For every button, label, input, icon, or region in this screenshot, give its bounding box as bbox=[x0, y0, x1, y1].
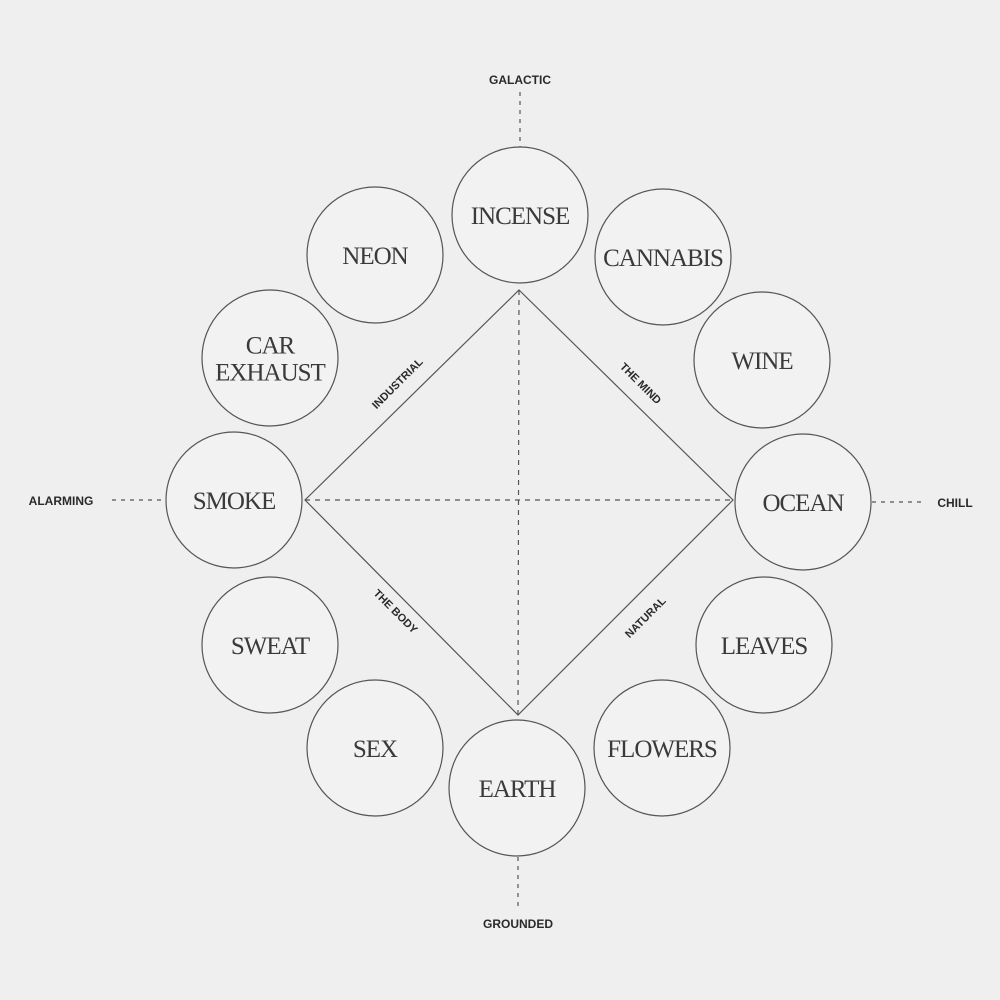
circle-outline bbox=[165, 431, 303, 569]
scent-circle: OCEAN bbox=[734, 433, 872, 571]
scent-circle: WINE bbox=[693, 291, 831, 429]
scent-label: EARTH bbox=[479, 776, 557, 803]
circle-outline bbox=[201, 576, 339, 714]
circle-outline bbox=[593, 679, 731, 817]
scent-label: SMOKE bbox=[193, 488, 276, 515]
circle-outline bbox=[306, 679, 444, 817]
scent-circle: NEON bbox=[306, 186, 444, 324]
scent-label: SEX bbox=[353, 736, 398, 763]
axis-label-bottom: GROUNDED bbox=[483, 917, 553, 931]
scent-circle: SWEAT bbox=[201, 576, 339, 714]
edge-label-the-body: THE BODY bbox=[371, 588, 420, 637]
circle-outline bbox=[448, 719, 586, 857]
vertical-dashed-axis bbox=[517, 289, 520, 716]
scent-label: CANNABIS bbox=[603, 245, 723, 272]
axis-label-top: GALACTIC bbox=[489, 73, 551, 87]
scent-label: CAR bbox=[246, 333, 296, 360]
circle-outline bbox=[695, 576, 833, 714]
axis-label-left: ALARMING bbox=[29, 494, 94, 508]
edge-label-industrial: INDUSTRIAL bbox=[370, 356, 426, 412]
circle-outline bbox=[306, 186, 444, 324]
scent-circle: CANNABIS bbox=[594, 188, 732, 326]
circle-outline bbox=[201, 289, 339, 427]
axis-label-right: CHILL bbox=[937, 496, 972, 510]
scent-label: SWEAT bbox=[231, 633, 310, 660]
scent-circle: FLOWERS bbox=[593, 679, 731, 817]
circle-outline bbox=[734, 433, 872, 571]
scent-circle: EARTH bbox=[448, 719, 586, 857]
edge-label-the-mind: THE MIND bbox=[617, 361, 663, 407]
scent-label: EXHAUST bbox=[215, 360, 325, 387]
scent-circle: SMOKE bbox=[165, 431, 303, 569]
scent-label: FLOWERS bbox=[607, 736, 717, 763]
circle-outline bbox=[451, 146, 589, 284]
circle-outline bbox=[594, 188, 732, 326]
circle-outline bbox=[693, 291, 831, 429]
diamond bbox=[304, 289, 734, 716]
scent-label: OCEAN bbox=[762, 490, 844, 517]
scent-circle: SEX bbox=[306, 679, 444, 817]
scent-label: INCENSE bbox=[471, 203, 570, 230]
scent-label: LEAVES bbox=[721, 633, 808, 660]
edge-label-natural: NATURAL bbox=[623, 595, 669, 641]
scent-circle: INCENSE bbox=[451, 146, 589, 284]
scent-label: NEON bbox=[342, 243, 408, 270]
scent-circle: LEAVES bbox=[695, 576, 833, 714]
scent-label: WINE bbox=[731, 348, 793, 375]
